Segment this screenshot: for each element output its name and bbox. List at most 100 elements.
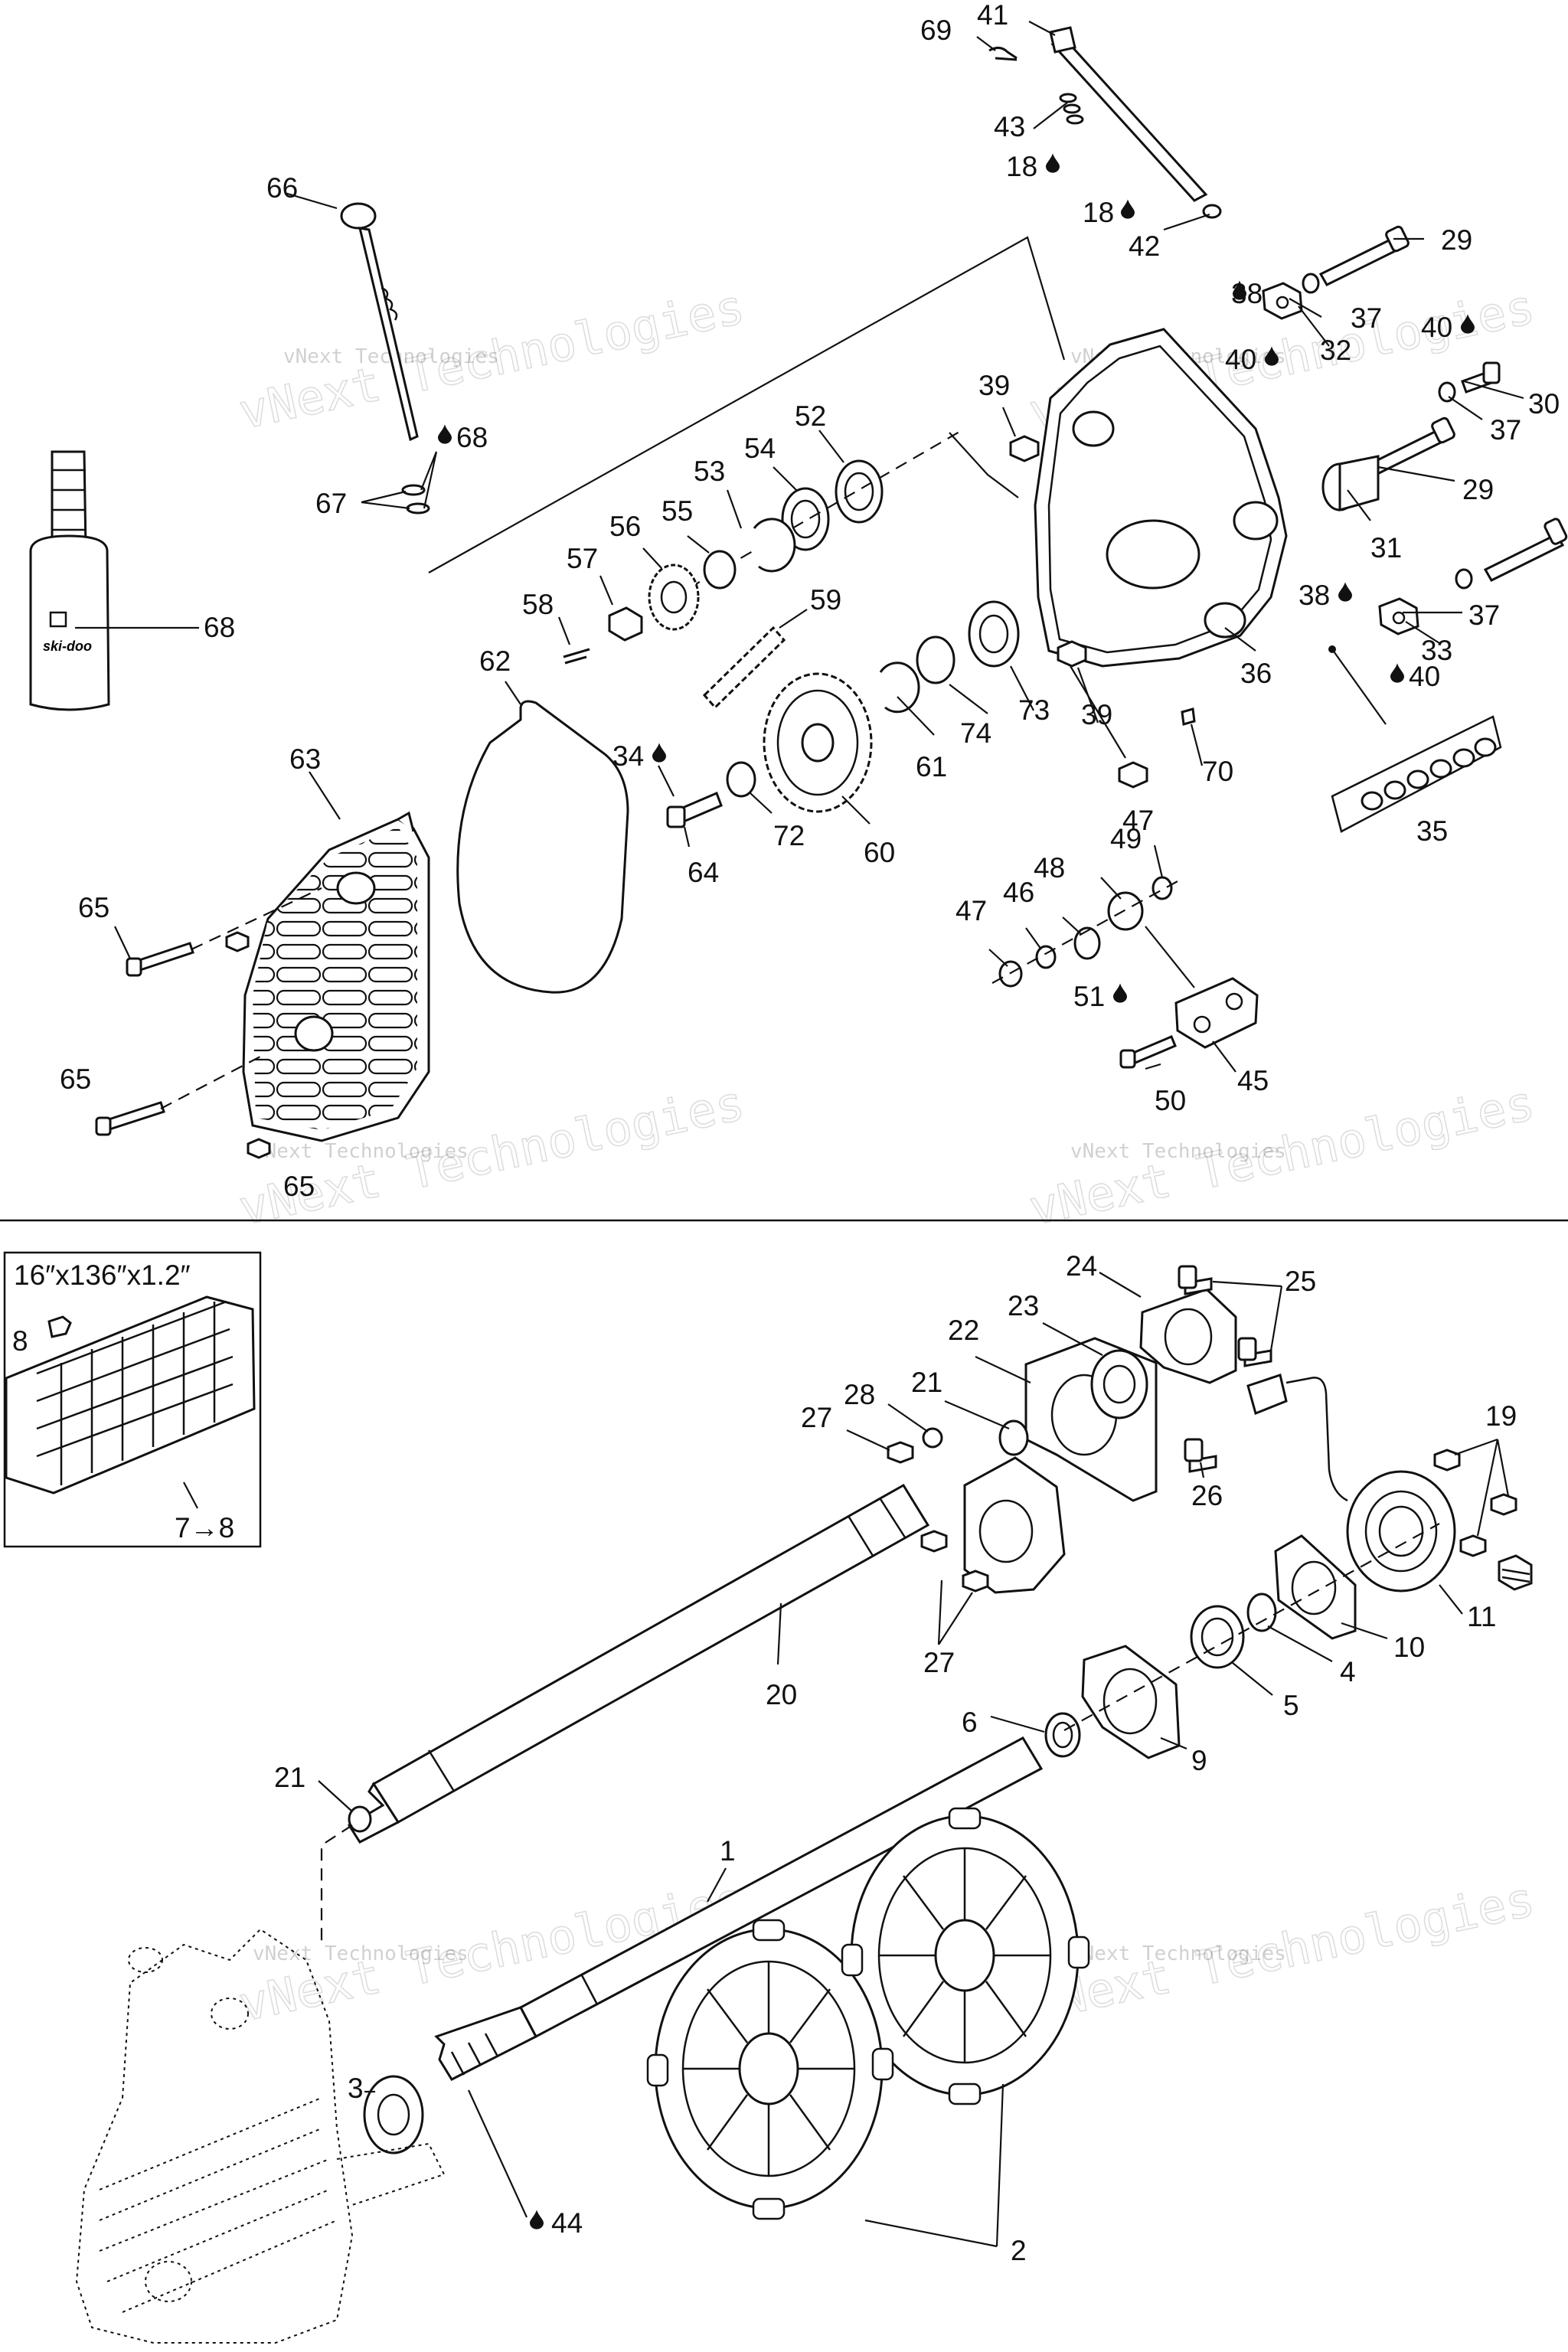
- callout-9: 9: [1191, 1745, 1207, 1776]
- cotter-pin: [988, 47, 1018, 61]
- callout-27: 27: [801, 1402, 832, 1433]
- callout-73: 73: [1018, 694, 1050, 726]
- callout-37: 37: [1351, 302, 1382, 334]
- shim-set: [1331, 715, 1502, 833]
- callout-25: 25: [1285, 1266, 1316, 1297]
- drive-sprocket: [648, 564, 700, 631]
- callout-5: 5: [1283, 1690, 1299, 1721]
- callout-65: 65: [60, 1063, 91, 1095]
- callout-66: 66: [266, 172, 298, 204]
- callout-11: 11: [1467, 1601, 1496, 1632]
- bearing: [1190, 1605, 1245, 1669]
- flange-nut: [1009, 435, 1040, 462]
- callout-29: 29: [1462, 474, 1494, 505]
- callout-49: 49: [1110, 823, 1142, 854]
- callout-74: 74: [960, 717, 991, 749]
- axis-line: [1063, 1523, 1440, 1731]
- drive-axle: [434, 1736, 1044, 2081]
- flange-nut: [1459, 1534, 1487, 1557]
- lubricant-drop-icon: [438, 424, 452, 444]
- leader-line: [1070, 665, 1126, 759]
- washer: [922, 1427, 943, 1449]
- callout-46: 46: [1003, 877, 1034, 908]
- tensioner-bushing: [1321, 455, 1380, 511]
- callout-39: 39: [978, 370, 1010, 401]
- bolt: [1318, 225, 1410, 286]
- lubricant-drop-icon: [652, 743, 666, 763]
- chaincase-cover: [242, 811, 430, 1142]
- bearing-housing: [1346, 1470, 1456, 1592]
- driven-sprocket: [763, 672, 873, 813]
- bolt: [1178, 1265, 1213, 1295]
- callout-33: 33: [1421, 635, 1452, 666]
- bearing: [1090, 1349, 1148, 1419]
- callout-23: 23: [1008, 1290, 1039, 1321]
- flange-nut: [962, 1570, 989, 1592]
- bolt: [1184, 1438, 1217, 1473]
- pivot-dot: [1328, 645, 1336, 653]
- callout-65: 65: [283, 1171, 315, 1202]
- cover-bolt: [95, 1101, 165, 1136]
- leader-line: [1331, 648, 1387, 725]
- speed-sensor: [1246, 1374, 1348, 1502]
- track-inset: 16″x136″x1.2″: [3, 1251, 262, 1548]
- flange-nut: [920, 1530, 948, 1553]
- callout-34: 34: [612, 740, 644, 772]
- flange-nut: [887, 1441, 914, 1464]
- bolt: [1237, 1337, 1272, 1367]
- sprocket-teeth: [646, 1807, 1090, 2220]
- callout-39: 39: [1081, 699, 1112, 730]
- callout-19: 19: [1485, 1400, 1517, 1432]
- circlip: [879, 662, 920, 714]
- bearing-flange: [1139, 1288, 1237, 1384]
- callout-58: 58: [522, 589, 554, 620]
- callout-21: 21: [911, 1367, 942, 1398]
- callout-70: 70: [1202, 756, 1233, 787]
- callout-10: 10: [1393, 1632, 1425, 1663]
- dipstick: [340, 202, 419, 442]
- callout-67: 67: [315, 488, 347, 519]
- callout-50: 50: [1155, 1085, 1186, 1116]
- plug-bolt: [1498, 1554, 1533, 1591]
- callout-37: 37: [1490, 414, 1521, 446]
- cover-nut: [225, 931, 250, 952]
- axis-line: [160, 887, 322, 1109]
- callout-32: 32: [1320, 335, 1351, 366]
- o-ring: [348, 1805, 372, 1833]
- chaincase-ghost-outline: [75, 1928, 446, 2344]
- cover-gasket: [456, 700, 629, 994]
- callout-59: 59: [810, 584, 841, 616]
- callout-31: 31: [1370, 532, 1402, 564]
- spacer: [916, 635, 956, 684]
- adjuster-rod: [1049, 26, 1208, 202]
- callout-leaders: [75, 21, 1524, 2218]
- callout-57: 57: [567, 543, 598, 574]
- o-ring: [401, 484, 426, 496]
- watermark-text: vNext Technologies: [1070, 1140, 1286, 1163]
- hex-nut: [1262, 282, 1303, 320]
- callout-24: 24: [1066, 1250, 1097, 1282]
- axis-line: [688, 428, 965, 589]
- callout-47: 47: [1122, 805, 1154, 836]
- flange-nut: [1490, 1493, 1517, 1516]
- lubricant-drop-icon: [1121, 199, 1135, 219]
- axis-line: [320, 1824, 353, 1945]
- callout-72: 72: [773, 820, 805, 851]
- o-ring: [998, 1419, 1029, 1456]
- callout-labels: 69 41 43 18 18 42 29 38 37 40 32 40 30 3…: [60, 0, 1560, 2266]
- lubricant-drop-icon: [530, 2210, 544, 2230]
- leader-line: [1145, 926, 1195, 988]
- bolt: [1119, 1035, 1177, 1069]
- callout-6: 6: [962, 1707, 978, 1738]
- flange-nut: [1057, 640, 1087, 668]
- lubricant-drop-icon: [1046, 153, 1060, 173]
- countershaft: [347, 1483, 930, 1844]
- callout-21: 21: [274, 1762, 305, 1793]
- chaincase-housing: [1034, 328, 1288, 668]
- retaining-ring: [1246, 1592, 1277, 1632]
- callout-41: 41: [977, 0, 1008, 31]
- callout-51: 51: [1073, 981, 1105, 1012]
- small-rings: [1059, 93, 1084, 125]
- washer: [1152, 876, 1173, 900]
